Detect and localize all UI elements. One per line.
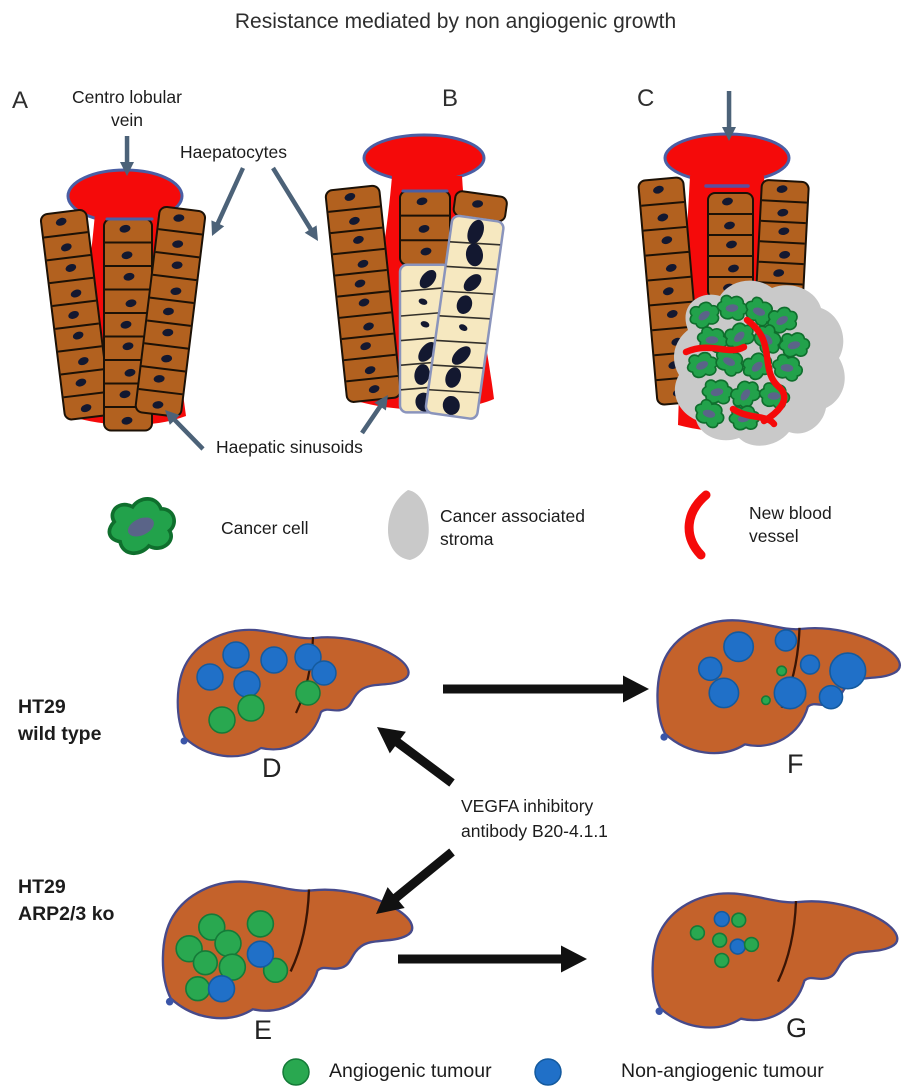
angiogenic-tumour-dot [237,694,265,722]
vegfa-antibody-label: VEGFA inhibitory antibody B20-4.1.1 [461,796,608,841]
non-angiogenic-tumour-dot [773,676,807,710]
cancer-cell [745,296,775,327]
centro-lobular-vein-label: Centro lobular vein [72,87,182,130]
legend-angiogenic-label: Angiogenic tumour [329,1060,492,1082]
new-blood-vessel [729,405,778,428]
hepatocyte-column [134,205,207,418]
non-angiogenic-tumour-dot [774,629,798,652]
angiogenic-tumour-dot [689,925,706,941]
new-blood-vessel [743,316,788,425]
non-angiogenic-tumour-dot [294,643,322,671]
panel-label-d: D [262,753,282,783]
centro-vein-arrow-icon [120,136,134,176]
legend-stroma-label: Cancer associated stroma [440,506,585,549]
panel-c-top-arrow-icon [722,91,736,141]
panel-label-a: A [12,87,29,114]
non-angiogenic-tumour-dot [708,677,740,709]
angiogenic-tumour-dot [295,680,321,706]
liver-f [656,619,901,755]
non-angiogenic-tumour-dot [729,938,746,955]
liver-g [651,892,899,1029]
panel-label-c: C [637,85,655,112]
cancer-cell [730,380,761,409]
angiogenic-tumour-dot [714,952,730,969]
liver-e [161,880,414,1020]
non-angiogenic-tumour-dot [723,631,755,663]
angiogenic-tumour-dot [185,976,211,1002]
lobule-panel-b [324,133,508,420]
arrow-vegfa-to-d-icon [377,727,455,787]
non-angiogenic-tumour-dot [818,684,844,710]
liver-d [176,628,410,758]
new-blood-vessel-icon [684,490,711,560]
angiogenic-tumour-dot [731,912,747,928]
cancer-cell [716,294,749,321]
cancer-cell [689,301,720,329]
angiogenic-tumour-dot [711,932,728,948]
angiogenic-tumour-dot [743,936,760,953]
angiogenic-tumour-icon [282,1058,310,1086]
angiogenic-tumour-dot [208,706,236,734]
ht29-arp23-ko-label: HT29 ARP2/3 ko [18,876,115,925]
sinusoids-arrow-a-icon [165,410,205,451]
cancer-cell [694,398,725,429]
arrow-e-to-g-icon [398,945,587,973]
lobule-panel-c [637,132,845,446]
angiogenic-tumour-dot [218,953,247,981]
cancer-cell [767,306,798,334]
cancer-cell [107,497,176,555]
non-angiogenic-tumour-dot [222,641,250,669]
non-angiogenic-tumour-dot [799,654,821,675]
panel-label-b: B [442,85,459,112]
haepatocytes-arrow-left-icon [211,167,245,236]
non-angiogenic-tumour-dot [260,646,288,674]
non-angiogenic-tumour-icon [534,1058,562,1086]
cancer-cell [778,332,811,358]
lobule-panel-a [39,168,207,432]
non-angiogenic-tumour-dot [207,974,236,1003]
non-angiogenic-tumour-dot [697,656,723,682]
legend-cancer-cell-label: Cancer cell [221,518,309,538]
haepatic-sinusoids-label: Haepatic sinusoids [216,437,363,457]
angiogenic-tumour-dot [214,929,242,958]
cell-legend [107,490,711,1086]
haepatocytes-arrow-right-icon [271,166,318,241]
hepatocyte-column [324,184,402,403]
non-angiogenic-tumour-dot [829,652,867,690]
cancer-cell [701,379,734,405]
stroma-icon [388,490,429,560]
non-angiogenic-tumour-dot [246,940,275,968]
hepatocyte-column [39,208,112,421]
figure-title: Resistance mediated by non angiogenic gr… [234,10,677,33]
panel-label-g: G [786,1013,808,1043]
legend-non-angiogenic-label: Non-angiogenic tumour [621,1060,824,1082]
arrow-d-to-f-icon [443,675,649,703]
angiogenic-tumour-dot [776,665,788,677]
angiogenic-tumour-dot [246,910,275,938]
hepatocyte-column [424,190,508,420]
non-angiogenic-tumour-dot [311,660,337,686]
non-angiogenic-tumour-dot [233,670,261,698]
cancer-cell [686,351,719,379]
sinusoids-arrow-b-icon [360,395,388,435]
legend-vessel-label: New blood vessel [749,503,832,546]
non-angiogenic-tumour-dot [196,663,224,691]
non-angiogenic-tumour-dot [713,910,731,928]
ht29-wild-type-label: HT29 wild type [18,696,102,745]
arrow-vegfa-to-e-icon [376,848,455,914]
new-blood-vessel [682,343,748,356]
cancer-cell [724,322,755,351]
angiogenic-tumour-dot [192,950,219,976]
cancer-cell [772,353,804,382]
panel-label-e: E [254,1015,273,1045]
haepatocytes-label: Haepatocytes [180,142,288,162]
angiogenic-tumour-dot [760,695,771,706]
panel-label-f: F [787,749,804,779]
